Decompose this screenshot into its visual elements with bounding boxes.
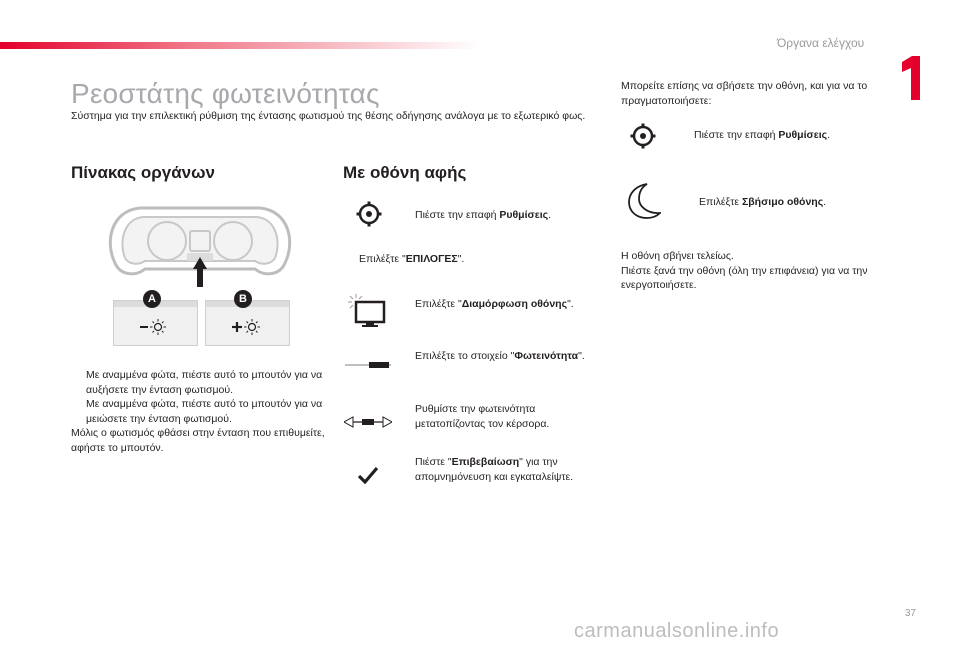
step-2: Επιλέξτε "ΕΠΙΛΟΓΕΣ". [343, 252, 543, 267]
plus-sun-icon [232, 319, 260, 335]
step-3: Επιλέξτε "Διαμόρφωση οθόνης". [399, 297, 589, 312]
screen-on-note: Πιέστε ξανά την οθόνη (όλη την επιφάνεια… [621, 264, 868, 292]
checkmark-icon [358, 466, 378, 484]
step-2-text: Επιλέξτε " [359, 253, 406, 265]
right-intro: Μπορείτε επίσης να σβήσετε την οθόνη, κα… [621, 80, 868, 107]
bullet-increase: Με αναμμένα φώτα, πιέστε αυτό το μπουτόν… [71, 368, 326, 397]
header-accent-bar [0, 42, 480, 49]
right-step-2-text: Επιλέξτε [699, 196, 742, 208]
step-1: Πιέστε την επαφή Ρυθμίσεις. [399, 208, 589, 223]
step-6-bold: Επιβεβαίωση [451, 456, 520, 468]
page-intro: Σύστημα για την επιλεκτική ρύθμιση της έ… [71, 110, 586, 122]
screen-off-note: Η οθόνη σβήνει τελείως. [621, 250, 734, 262]
page-title: Ρεοστάτης φωτεινότητας [71, 78, 380, 109]
bullet-decrease-text: Με αναμμένα φώτα, πιέστε αυτό το μπουτόν… [86, 398, 323, 425]
bullet-increase-text: Με αναμμένα φώτα, πιέστε αυτό το μπουτόν… [86, 369, 323, 396]
gear-icon [630, 123, 656, 149]
button-b-increase [205, 300, 290, 346]
right-step-1-text: Πιέστε την επαφή [694, 129, 779, 141]
pointer-arrow-icon [193, 257, 207, 287]
monitor-brightness-icon [348, 294, 386, 327]
label-badge-b: B [234, 290, 252, 308]
slider-icon [345, 362, 391, 368]
step-2-bold: ΕΠΙΛΟΓΕΣ [405, 253, 458, 265]
step-1-end: . [548, 209, 551, 221]
right-outro: Η οθόνη σβήνει τελείως. Πιέστε ξανά την … [621, 249, 883, 293]
chapter-number-badge [902, 56, 920, 100]
gear-icon [356, 201, 382, 227]
step-4-bold: Φωτεινότητα [514, 350, 579, 362]
step-3-end: ". [567, 298, 574, 310]
step-5-text: Ρυθμίστε την φωτεινότητα μετατοπίζοντας … [415, 403, 550, 430]
step-4-text: Επιλέξτε το στοιχείο " [415, 350, 515, 362]
step-4-end: ". [578, 350, 585, 362]
right-step-2-bold: Σβήσιμο οθόνης [741, 196, 824, 208]
release-note: Μόλις ο φωτισμός φθάσει στην ένταση που … [71, 427, 325, 454]
step-6: Πιέστε "Επιβεβαίωση" για την απομνημόνευ… [399, 455, 589, 484]
chapter-title: Όργανα ελέγχου [777, 36, 865, 50]
right-step-2-end: . [823, 196, 827, 208]
step-1-bold: Ρυθμίσεις [499, 209, 549, 221]
label-badge-a: A [143, 290, 161, 308]
bullet-decrease: Με αναμμένα φώτα, πιέστε αυτό το μπουτόν… [71, 397, 326, 426]
step-6-text: Πιέστε " [415, 456, 452, 468]
right-step-1-end: . [827, 129, 830, 141]
step-3-text: Επιλέξτε " [415, 298, 462, 310]
step-1-text: Πιέστε την επαφή [415, 209, 500, 221]
instrument-panel-illustration [108, 206, 292, 276]
step-6-end: " για την απομνημόνευση και εγκαταλείψτε… [415, 456, 574, 483]
step-5: Ρυθμίστε την φωτεινότητα μετατοπίζοντας … [399, 402, 589, 431]
right-step-2: Επιλέξτε Σβήσιμο οθόνης. [683, 195, 883, 210]
step-2-end: ". [457, 253, 465, 265]
right-step-1-bold: Ρυθμίσεις [778, 129, 828, 141]
step-4: Επιλέξτε το στοιχείο "Φωτεινότητα". [399, 349, 589, 364]
moon-icon [628, 183, 661, 219]
minus-sun-icon [140, 319, 166, 335]
page-number: 37 [904, 608, 916, 619]
section-heading-instrument-panel: Πίνακας οργάνων [71, 163, 215, 182]
step-3-bold: Διαμόρφωση οθόνης [461, 298, 568, 310]
right-step-1: Πιέστε την επαφή Ρυθμίσεις. [678, 128, 888, 143]
section-heading-touchscreen: Με οθόνη αφής [343, 163, 467, 182]
watermark: carmanualsonline.info [574, 620, 780, 642]
left-instructions: Με αναμμένα φώτα, πιέστε αυτό το μπουτόν… [71, 368, 326, 455]
slider-arrows-icon [344, 416, 392, 428]
